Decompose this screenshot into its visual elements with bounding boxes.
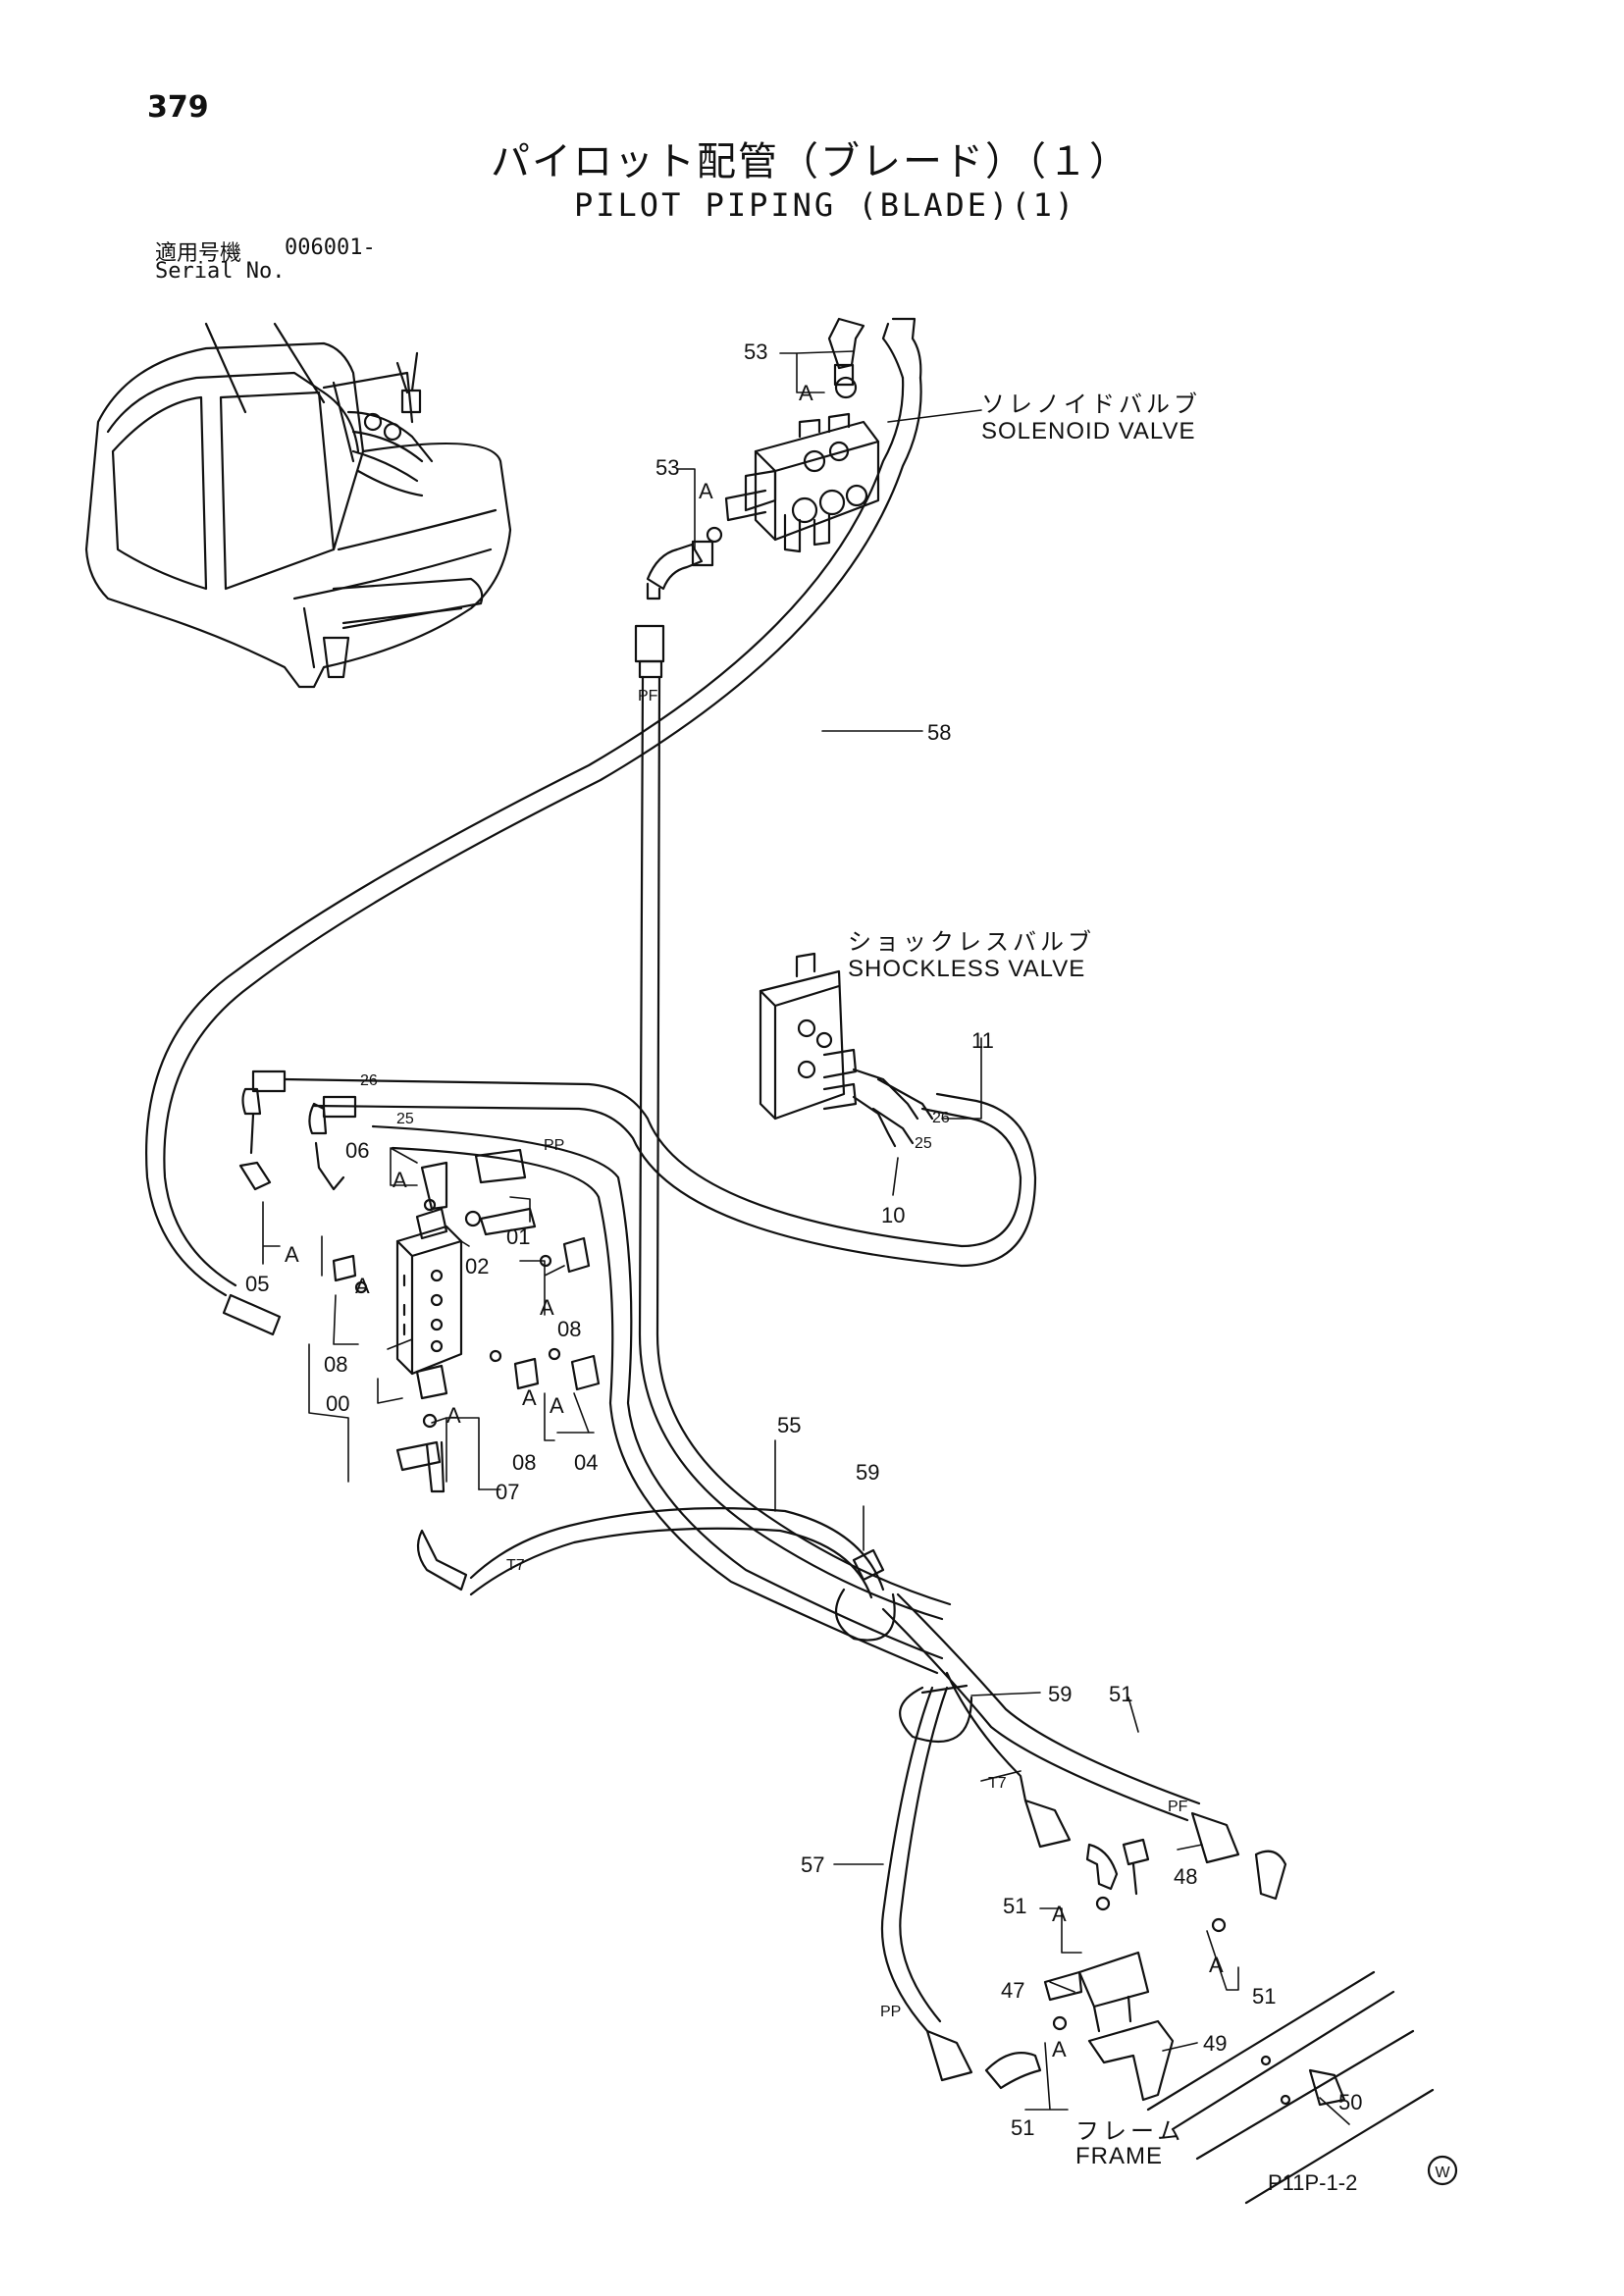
part-55: 51 bbox=[1109, 1682, 1132, 1706]
part-58: 58 bbox=[927, 720, 951, 745]
hose-58-edge bbox=[163, 376, 922, 1287]
shockless-valve-label-en: SHOCKLESS VALVE bbox=[848, 956, 1086, 982]
detail-a-6: A bbox=[540, 1295, 554, 1320]
port-t7-lower: T7 bbox=[988, 1775, 1007, 1792]
serial-label-jp: 適用号機 bbox=[155, 241, 242, 266]
part-02: 02 bbox=[465, 1254, 489, 1278]
title-english: PILOT PIPING (BLADE)(1) bbox=[574, 186, 1077, 224]
hose-56 bbox=[469, 1507, 885, 1592]
part-05: 05 bbox=[245, 1272, 269, 1296]
part-04: 04 bbox=[574, 1450, 598, 1475]
part-07: 07 bbox=[496, 1480, 519, 1504]
part-51-right: 51 bbox=[1252, 1984, 1276, 2009]
leader-lines bbox=[262, 350, 1350, 2125]
part-08-lower: 08 bbox=[512, 1450, 536, 1475]
part-number-labels: 53 53 58 11 26 25 26 25 10 06 01 02 05 0… bbox=[245, 339, 1362, 2140]
part-59-upper: 59 bbox=[856, 1460, 879, 1485]
hose-55-edge bbox=[896, 1592, 1201, 1805]
part-08-right: 08 bbox=[557, 1317, 581, 1341]
hose-58 bbox=[145, 376, 905, 1297]
part-51-upper: 51 bbox=[1003, 1894, 1026, 1918]
part-26-left: 26 bbox=[360, 1072, 378, 1089]
hose-56-edge bbox=[469, 1527, 873, 1599]
serial-value: 006001- bbox=[285, 235, 376, 260]
port-pp-lower: PP bbox=[880, 2004, 901, 2020]
shockless-valve bbox=[759, 952, 934, 1148]
detail-a-8: A bbox=[550, 1393, 564, 1418]
part-48: 48 bbox=[1174, 1864, 1197, 1889]
detail-a-7: A bbox=[522, 1385, 537, 1410]
frame-rail bbox=[1146, 1970, 1435, 2205]
part-50: 50 bbox=[1338, 2090, 1362, 2114]
detail-a-12: A bbox=[1052, 2037, 1067, 2061]
detail-a-5: A bbox=[355, 1274, 370, 1298]
part-47: 47 bbox=[1001, 1978, 1024, 2003]
block-fittings bbox=[222, 1070, 601, 1592]
frame-label-en: FRAME bbox=[1075, 2143, 1163, 2169]
hose-bundle-25-26 bbox=[283, 1077, 1037, 1675]
shockless-valve-label-jp: ショックレスバルブ bbox=[848, 928, 1095, 956]
w-mark-circle bbox=[1427, 2155, 1458, 2186]
part-11: 11 bbox=[971, 1028, 994, 1053]
port-t7-upper: T7 bbox=[506, 1557, 525, 1574]
hose-t7-lower bbox=[945, 1671, 1027, 1802]
fitting-53-left bbox=[646, 526, 723, 600]
port-pp-upper: PP bbox=[544, 1137, 564, 1154]
solenoid-valve-label-en: SOLENOID VALVE bbox=[981, 418, 1196, 444]
part-53-top: 53 bbox=[744, 339, 767, 364]
port-labels: PF PP T7 T7 PF PP bbox=[506, 688, 1188, 2020]
detail-a-9: A bbox=[446, 1403, 461, 1428]
pilot-valve-block bbox=[395, 1207, 463, 1400]
part-00: 00 bbox=[326, 1391, 349, 1416]
hose-55 bbox=[881, 1607, 1189, 1822]
part-10: 10 bbox=[881, 1203, 905, 1227]
detail-a-4: A bbox=[285, 1242, 299, 1267]
fitting-53-top bbox=[827, 317, 922, 387]
lower-fittings bbox=[925, 1799, 1346, 2107]
detail-a-2: A bbox=[699, 479, 713, 503]
drawing-code: P11P-1-2 bbox=[1268, 2170, 1358, 2195]
pf-hose bbox=[634, 624, 952, 1621]
part-25-left: 25 bbox=[396, 1111, 414, 1127]
serial-label-en: Serial No. bbox=[155, 259, 286, 284]
part-51-lower: 51 bbox=[1011, 2115, 1034, 2140]
part-08-left: 08 bbox=[324, 1352, 347, 1377]
detail-markers: A A A A A A A A A A A A bbox=[285, 381, 1224, 2061]
part-01: 01 bbox=[506, 1225, 530, 1249]
part-06: 06 bbox=[345, 1138, 369, 1163]
port-pf-lower: PF bbox=[1168, 1799, 1188, 1815]
part-53-left: 53 bbox=[655, 455, 679, 480]
part-59-lower: 59 bbox=[1048, 1682, 1072, 1706]
hose-57 bbox=[880, 1686, 934, 2033]
clamp-59 bbox=[834, 1548, 973, 1744]
part-57: 57 bbox=[801, 1852, 824, 1877]
detail-a-1: A bbox=[799, 381, 813, 405]
part-49: 49 bbox=[1203, 2031, 1227, 2056]
part-56: 55 bbox=[777, 1413, 801, 1437]
excavator-thumbnail bbox=[84, 322, 512, 689]
part-25-right: 25 bbox=[915, 1135, 932, 1152]
frame-label-jp: フレーム bbox=[1075, 2117, 1185, 2145]
part-26-right: 26 bbox=[932, 1110, 950, 1126]
solenoid-valve-label-jp: ソレノイドバルブ bbox=[981, 391, 1201, 418]
port-pf-upper: PF bbox=[638, 688, 658, 704]
page-number: 379 bbox=[147, 90, 209, 125]
title-japanese: パイロット配管（ブレード）（１） bbox=[491, 139, 1130, 184]
hose-57-edge bbox=[899, 1686, 949, 2023]
detail-a-11: A bbox=[1209, 1953, 1224, 1977]
solenoid-valve bbox=[724, 376, 880, 553]
detail-a-10: A bbox=[1052, 1902, 1067, 1926]
detail-a-3: A bbox=[393, 1168, 407, 1192]
w-mark-letter: W bbox=[1435, 2165, 1450, 2181]
